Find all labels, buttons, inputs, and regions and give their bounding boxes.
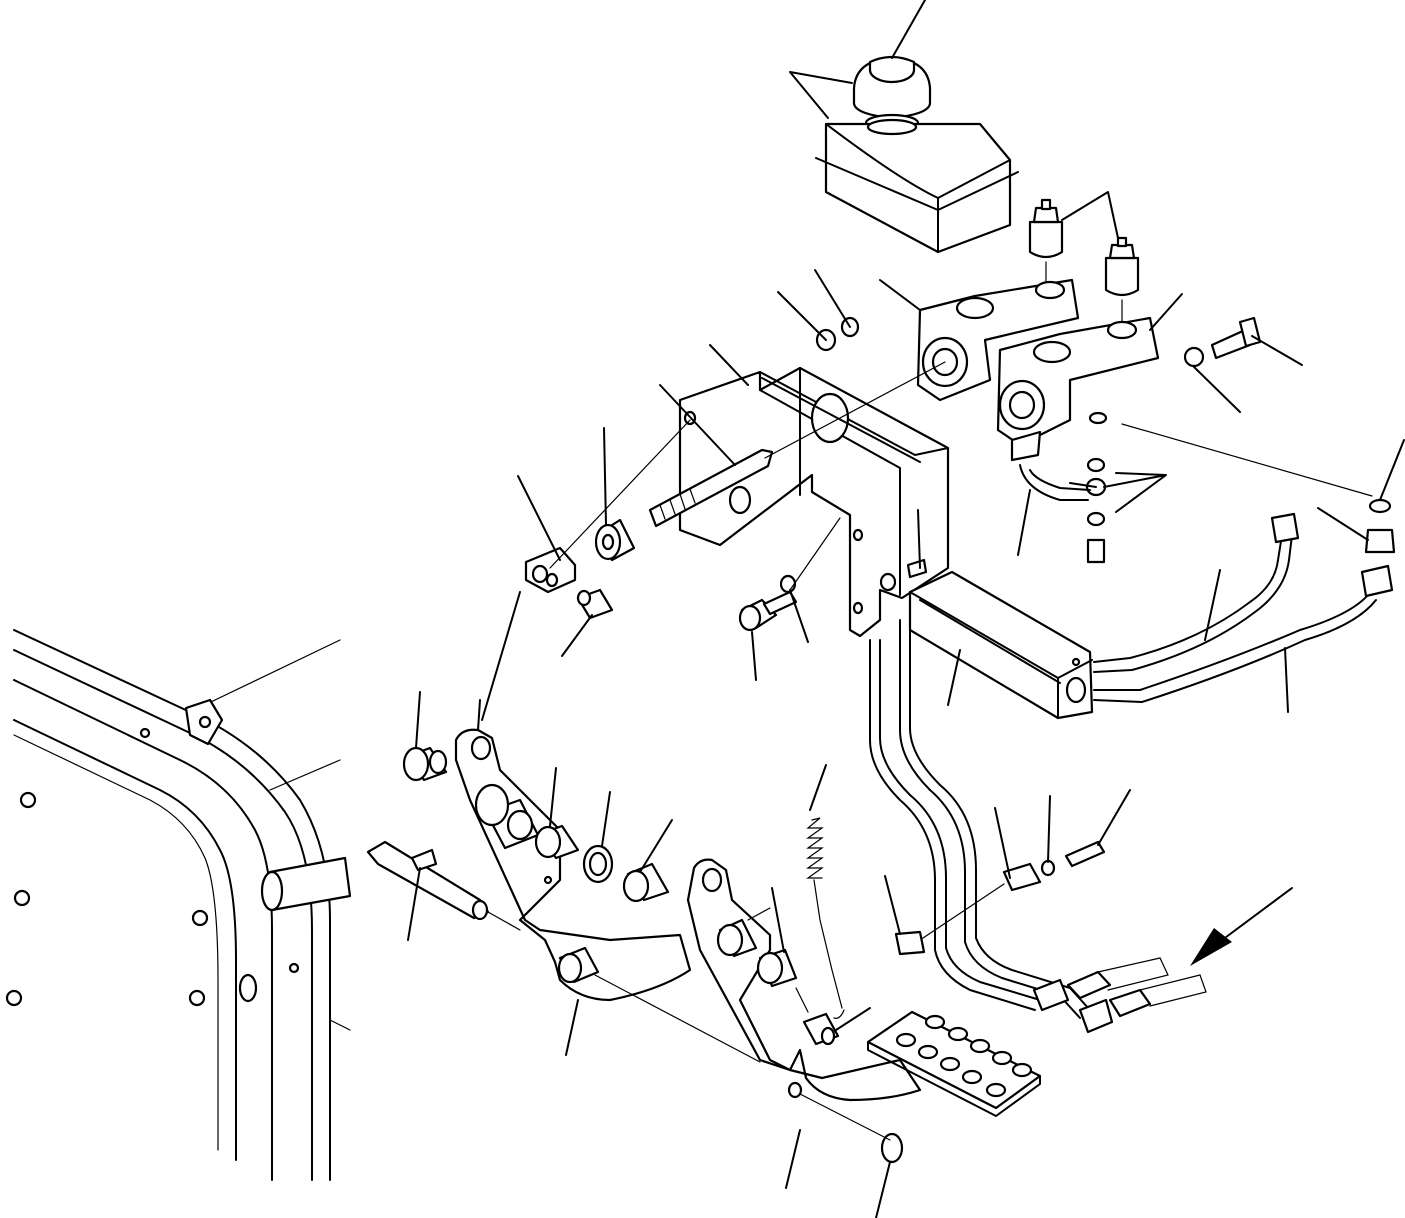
bushing-icon [402, 691, 809, 1063]
pressure-switch-icon [1028, 191, 1140, 323]
pushrod-icon [648, 361, 946, 528]
pedal-arm-icon [454, 591, 692, 1056]
support-tube-icon [908, 570, 1094, 720]
brake-pipe-icon [869, 430, 1394, 1034]
mounting-bracket-icon [678, 344, 950, 638]
direction-arrow-icon [1190, 887, 1293, 966]
bushing-icon [594, 427, 636, 562]
cab-frame-icon [5, 629, 352, 1181]
washer-icon [777, 269, 1405, 564]
pivot-pin-icon [366, 840, 521, 941]
reservoir-cap-icon [789, 0, 932, 133]
clevis-icon [517, 419, 691, 657]
brake-fluid-reservoir-icon [815, 118, 1019, 254]
stop-bolt-icon [738, 517, 841, 681]
pedal-arm-icon [686, 858, 922, 1189]
pedal-pad-icon [866, 1010, 1042, 1117]
return-spring-icon [799, 764, 904, 1218]
master-cylinder-icon [879, 278, 1183, 447]
